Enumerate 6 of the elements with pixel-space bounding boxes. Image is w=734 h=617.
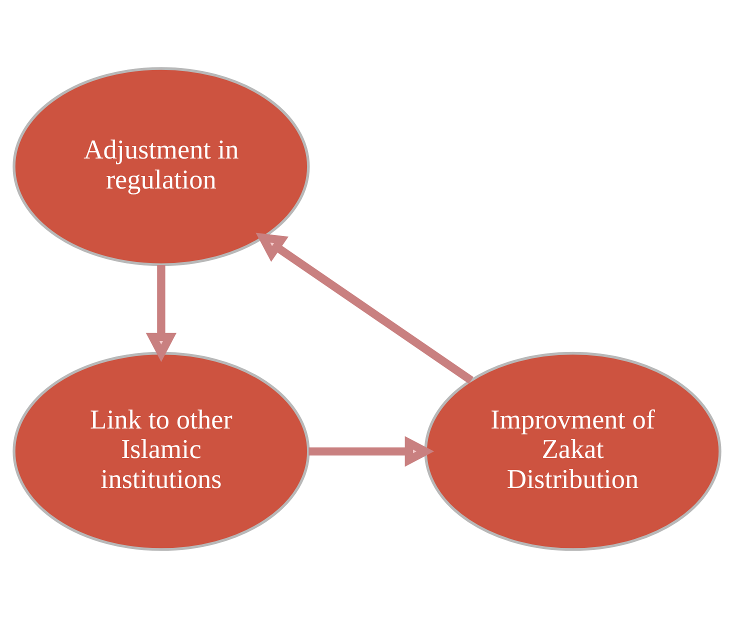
arrow [146,264,177,362]
node-ellipse: Improvment of Zakat Distribution [424,351,722,550]
node-ellipse: Adjustment in regulation [12,66,310,266]
arrow [308,436,434,466]
node-ellipse: Link to other Islamic institutions [12,351,310,550]
arrow [256,232,474,384]
